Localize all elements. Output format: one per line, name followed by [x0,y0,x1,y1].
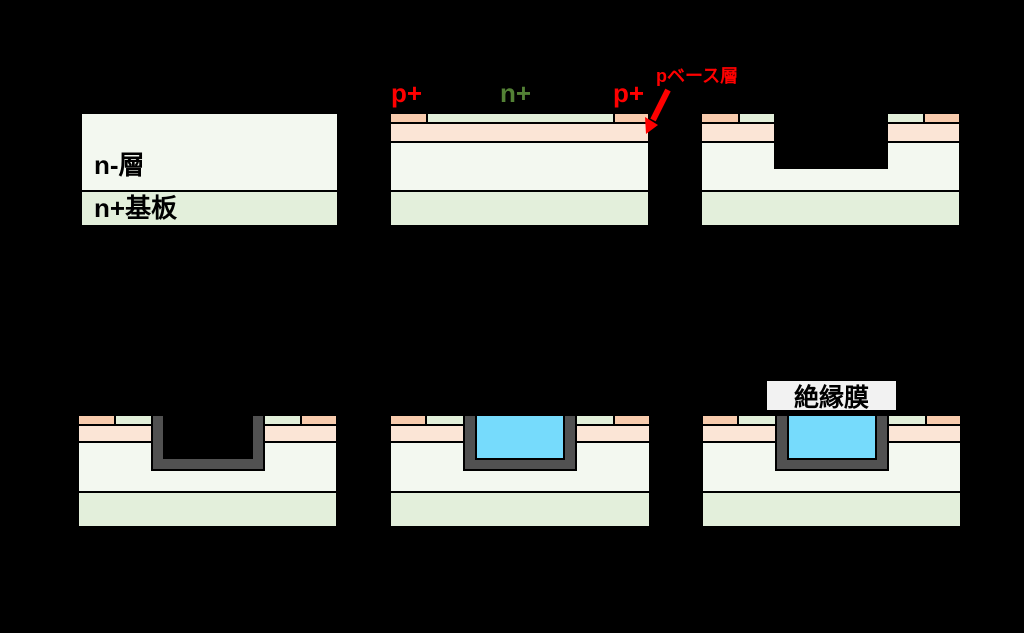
p-plus-right-label: p+ [613,78,645,108]
gate-poly-fill [787,414,877,460]
etched-trench [774,141,888,169]
p-base-layer-left [700,122,776,143]
p-base-layer-right [886,122,961,143]
p-base-annotation-label: pベース層 [656,66,739,86]
n-minus-label: n-層 [94,150,145,180]
trench-cavity [163,414,253,459]
n-plus-substrate [389,190,650,227]
p-plus-left-label: p+ [391,78,423,108]
step5-panel [389,414,651,528]
n-minus-layer [389,141,650,192]
insulator-label: 絶縁膜 [793,383,869,412]
n-minus-layer [80,112,339,192]
n-plus-substrate [77,491,338,528]
step4-panel [77,414,338,528]
n-plus-label: n+ [500,78,532,108]
n-plus-substrate [80,190,339,227]
n-plus-substrate-label: n+基板 [94,193,178,223]
step2-panel [389,112,650,227]
insulator-label-box: 絶縁膜 [765,379,898,412]
p-base-arrow-icon [645,88,671,134]
step6-panel: 絶縁膜 [701,379,962,528]
p-base-layer [389,122,650,143]
n-plus-substrate [701,491,962,528]
gate-poly-fill [475,414,565,460]
n-plus-substrate [700,190,961,227]
step3-panel [700,112,961,227]
step1-panel: n-層 n+基板 [80,112,339,227]
n-plus-substrate [389,491,651,528]
